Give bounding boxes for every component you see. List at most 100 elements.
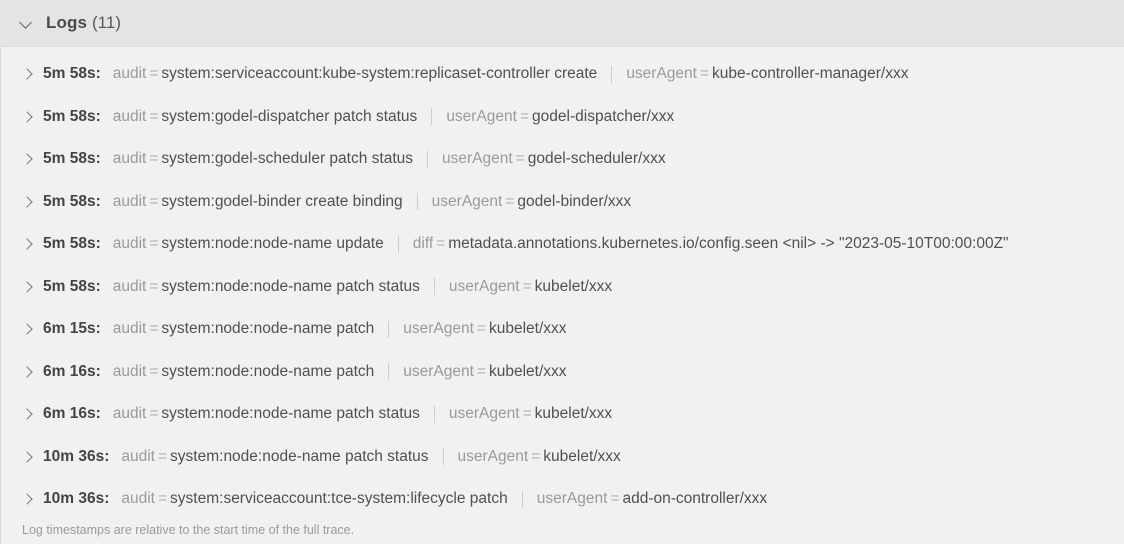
- log-field-value: system:node:node-name patch status: [170, 447, 429, 465]
- log-field: audit=system:node:node-name patch: [113, 320, 375, 338]
- log-field: audit=system:node:node-name patch status: [121, 448, 428, 466]
- log-fields: audit=system:node:node-name patch status…: [113, 405, 612, 423]
- field-divider: [388, 320, 390, 338]
- field-divider: [433, 405, 435, 423]
- log-field-equals: =: [476, 320, 486, 338]
- chevron-right-icon[interactable]: [22, 451, 33, 463]
- log-field-value: system:node:node-name patch status: [161, 277, 420, 295]
- chevron-right-icon[interactable]: [22, 153, 33, 165]
- log-field: userAgent=add-on-controller/xxx: [537, 490, 767, 508]
- log-field-key: diff: [412, 235, 434, 253]
- log-field-value: system:godel-dispatcher patch status: [161, 107, 418, 125]
- log-field: userAgent=godel-scheduler/xxx: [442, 150, 666, 168]
- log-field: audit=system:node:node-name patch: [113, 363, 375, 381]
- chevron-right-icon[interactable]: [22, 68, 33, 80]
- log-row[interactable]: 6m 15s: audit=system:node:node-name patch…: [1, 308, 1124, 351]
- log-row[interactable]: 5m 58s:audit=system:godel-binder create …: [1, 181, 1124, 224]
- log-timestamp: 10m 36s:: [43, 490, 110, 508]
- chevron-right-icon[interactable]: [22, 323, 33, 335]
- log-row[interactable]: 5m 58s:audit=system:node:node-name patch…: [1, 266, 1124, 309]
- log-field-key: audit: [112, 277, 147, 295]
- field-divider: [611, 65, 613, 83]
- log-row[interactable]: 5m 58s:audit=system:serviceaccount:kube-…: [1, 53, 1124, 96]
- log-field-equals: =: [522, 405, 532, 423]
- chevron-right-icon[interactable]: [22, 238, 33, 250]
- log-field-key: userAgent: [536, 490, 608, 508]
- log-field: audit=system:godel-binder create binding: [113, 193, 403, 211]
- log-field-equals: =: [149, 405, 159, 423]
- log-field-value: system:godel-binder create binding: [161, 192, 403, 210]
- log-field-equals: =: [699, 65, 710, 83]
- log-field-equals: =: [436, 235, 446, 253]
- log-field-key: audit: [112, 150, 147, 168]
- log-fields: audit=system:godel-dispatcher patch stat…: [113, 108, 674, 126]
- logs-footer-note: Log timestamps are relative to the start…: [22, 523, 355, 537]
- log-fields: audit = system:node:node-name update diff=m…: [113, 235, 1009, 253]
- log-timestamp: 5m 58s:: [43, 150, 101, 168]
- chevron-right-icon[interactable]: [22, 196, 33, 208]
- log-fields: audit=system:node:node-name patch status…: [113, 278, 612, 296]
- log-field-key: audit: [112, 235, 147, 253]
- logs-section-header[interactable]: Logs (11): [0, 0, 1124, 47]
- log-field-equals: =: [149, 65, 159, 83]
- log-row[interactable]: 5m 58s:audit=system:godel-dispatcher pat…: [1, 96, 1124, 139]
- log-timestamp: 5m 58s:: [43, 65, 101, 83]
- log-timestamp: 6m 16s:: [43, 362, 101, 380]
- log-field-equals: =: [149, 150, 159, 168]
- log-field-value: kubelet/xxx: [543, 447, 621, 465]
- log-field-equals: =: [149, 362, 159, 380]
- log-field: audit=system:node:node-name patch status: [113, 278, 420, 296]
- log-field-key: audit: [112, 405, 147, 423]
- log-field-value: system:serviceaccount:tce-system:lifecyc…: [170, 490, 508, 508]
- log-field-value: godel-dispatcher/xxx: [532, 107, 675, 125]
- log-field-key: userAgent: [403, 320, 474, 338]
- log-field-key: audit: [112, 107, 147, 125]
- field-divider: [521, 490, 523, 508]
- log-row[interactable]: 5m 58s: audit=system:godel-scheduler patc…: [1, 138, 1124, 181]
- log-field-value: system:node:node-name patch: [161, 320, 375, 338]
- log-field: audit=system:godel-scheduler patch statu…: [113, 150, 413, 168]
- log-row[interactable]: 10m 36s:audit=system:node:node-name patc…: [1, 436, 1124, 479]
- log-field: userAgent=kube-controller-manager/xxx: [626, 65, 908, 83]
- log-field-key: userAgent: [448, 277, 520, 295]
- log-field-value: system:serviceaccount:kube-system:replic…: [161, 65, 598, 83]
- log-row[interactable]: 6m 16s: audit=system:node:node-name patch…: [1, 351, 1124, 394]
- log-field-equals: =: [610, 490, 620, 508]
- chevron-right-icon[interactable]: [22, 111, 33, 123]
- log-field-equals: =: [149, 192, 159, 210]
- chevron-down-icon[interactable]: [20, 16, 34, 30]
- log-field-value: system:node:node-name update: [161, 235, 384, 253]
- log-field-value: system:godel-scheduler patch status: [161, 150, 413, 168]
- log-field-value: kubelet/xxx: [488, 362, 567, 380]
- field-divider: [442, 448, 444, 466]
- log-field: userAgent=kubelet/xxx: [449, 405, 612, 423]
- field-divider: [431, 108, 433, 126]
- log-fields: audit=system:node:node-name patch userAge…: [113, 320, 567, 338]
- log-field-equals: =: [157, 447, 168, 465]
- log-field: userAgent=godel-binder/xxx: [432, 193, 631, 211]
- field-divider: [433, 278, 435, 296]
- field-divider: [427, 150, 428, 168]
- log-field-value: metadata.annotations.kubernetes.io/confi…: [448, 235, 1009, 253]
- log-row[interactable]: 5m 58s:audit=system:node:node-name updat…: [1, 223, 1124, 266]
- log-field-value: system:node:node-name patch status: [161, 405, 420, 423]
- log-field: audit=system:serviceaccount:tce-system:l…: [121, 490, 507, 508]
- log-fields: audit=system:node:node-name patch status…: [121, 447, 621, 466]
- log-row[interactable]: 6m 16s:audit=system:node:node-name patch…: [1, 393, 1124, 436]
- logs-count: (11): [92, 13, 121, 32]
- chevron-right-icon[interactable]: [22, 493, 33, 505]
- log-field: audit=system:godel-dispatcher patch stat…: [113, 108, 418, 126]
- log-field-value: godel-binder/xxx: [517, 192, 632, 210]
- log-field: audit=system:serviceaccount:kube-system:…: [113, 65, 598, 83]
- log-row[interactable]: 10m 36s: audit=system:serviceaccount:tce-…: [1, 478, 1124, 516]
- page-title: Logs: [46, 13, 88, 32]
- chevron-right-icon[interactable]: [22, 408, 33, 420]
- log-field: userAgent=godel-dispatcher/xxx: [446, 108, 674, 126]
- chevron-right-icon[interactable]: [22, 366, 33, 378]
- log-field: diff=metadata.annotations.kubernetes.io/…: [413, 235, 1009, 253]
- chevron-right-icon[interactable]: [22, 281, 33, 293]
- log-timestamp: 6m 15s:: [43, 320, 101, 338]
- log-field-key: audit: [112, 65, 147, 83]
- log-field-value: kubelet/xxx: [488, 320, 567, 338]
